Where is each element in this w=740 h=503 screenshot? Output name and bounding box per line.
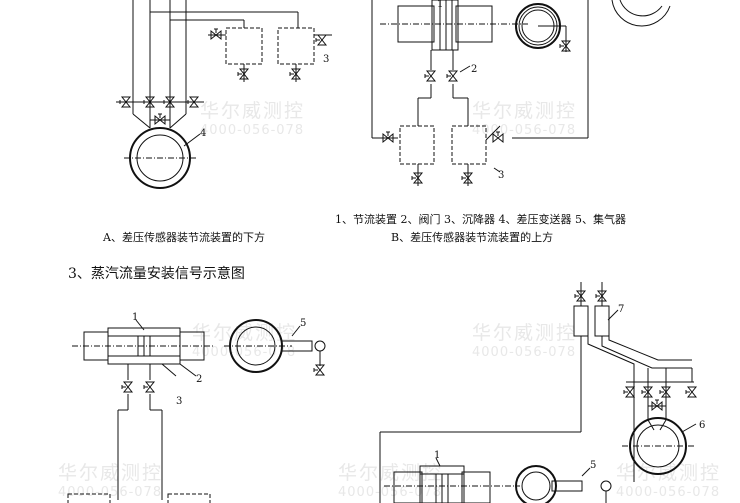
d-valve [641,386,653,398]
a-valve [289,68,301,80]
a-valve [315,34,327,46]
drawing-c [67,319,326,503]
a-label-4: 4 [200,128,206,139]
d-valve [623,386,635,398]
b-valve [461,172,473,184]
b-valve [382,131,394,143]
b-label-1: 1 [437,0,443,10]
b-valve [559,40,571,52]
d-gas-collector [594,305,610,337]
section-title: 3、蒸汽流量安装信号示意图 [68,266,245,282]
c-label-3: 3 [176,396,182,407]
d-valve [651,399,663,411]
d-pipe-small [515,465,557,503]
d-valve [685,386,697,398]
a-valve [237,68,249,80]
legend-text: 1、节流装置 2、阀门 3、沉降器 4、差压变送器 5、集气器 [335,213,626,226]
b-label-2: 2 [471,64,477,75]
caption-a: A、差压传感器装节流装置的下方 [103,231,265,244]
b-valve [446,70,458,82]
a-valve [154,113,166,125]
b-valve [424,70,436,82]
c-label-2: 2 [196,374,202,385]
d-label-6: 6 [699,420,705,431]
drawing-b [371,0,671,186]
d-label-7: 7 [618,304,624,315]
b-valve [492,131,504,143]
d-valve [595,290,607,302]
d-valve [574,290,586,302]
a-settling-vessel-left [225,27,263,65]
d-label-5: 5 [590,460,596,471]
b-valve [411,172,423,184]
b-label-3: 3 [498,170,504,181]
c-valve [121,381,133,393]
d-valve [659,386,671,398]
c-valve [313,364,325,376]
caption-b: B、差压传感器装节流装置的上方 [391,231,554,244]
drawing-d [379,282,697,503]
a-valve [210,28,222,40]
b-settling-vessel-right [451,125,487,165]
c-valve [143,381,155,393]
d-label-1: 1 [434,450,440,461]
c-label-1: 1 [132,312,138,323]
d-gas-collector [573,305,589,337]
b-settling-vessel-left [399,125,435,165]
drawing-a [116,0,332,189]
c-label-5: 5 [300,318,306,329]
a-label-3: 3 [323,54,329,65]
a-settling-vessel-right [277,27,315,65]
